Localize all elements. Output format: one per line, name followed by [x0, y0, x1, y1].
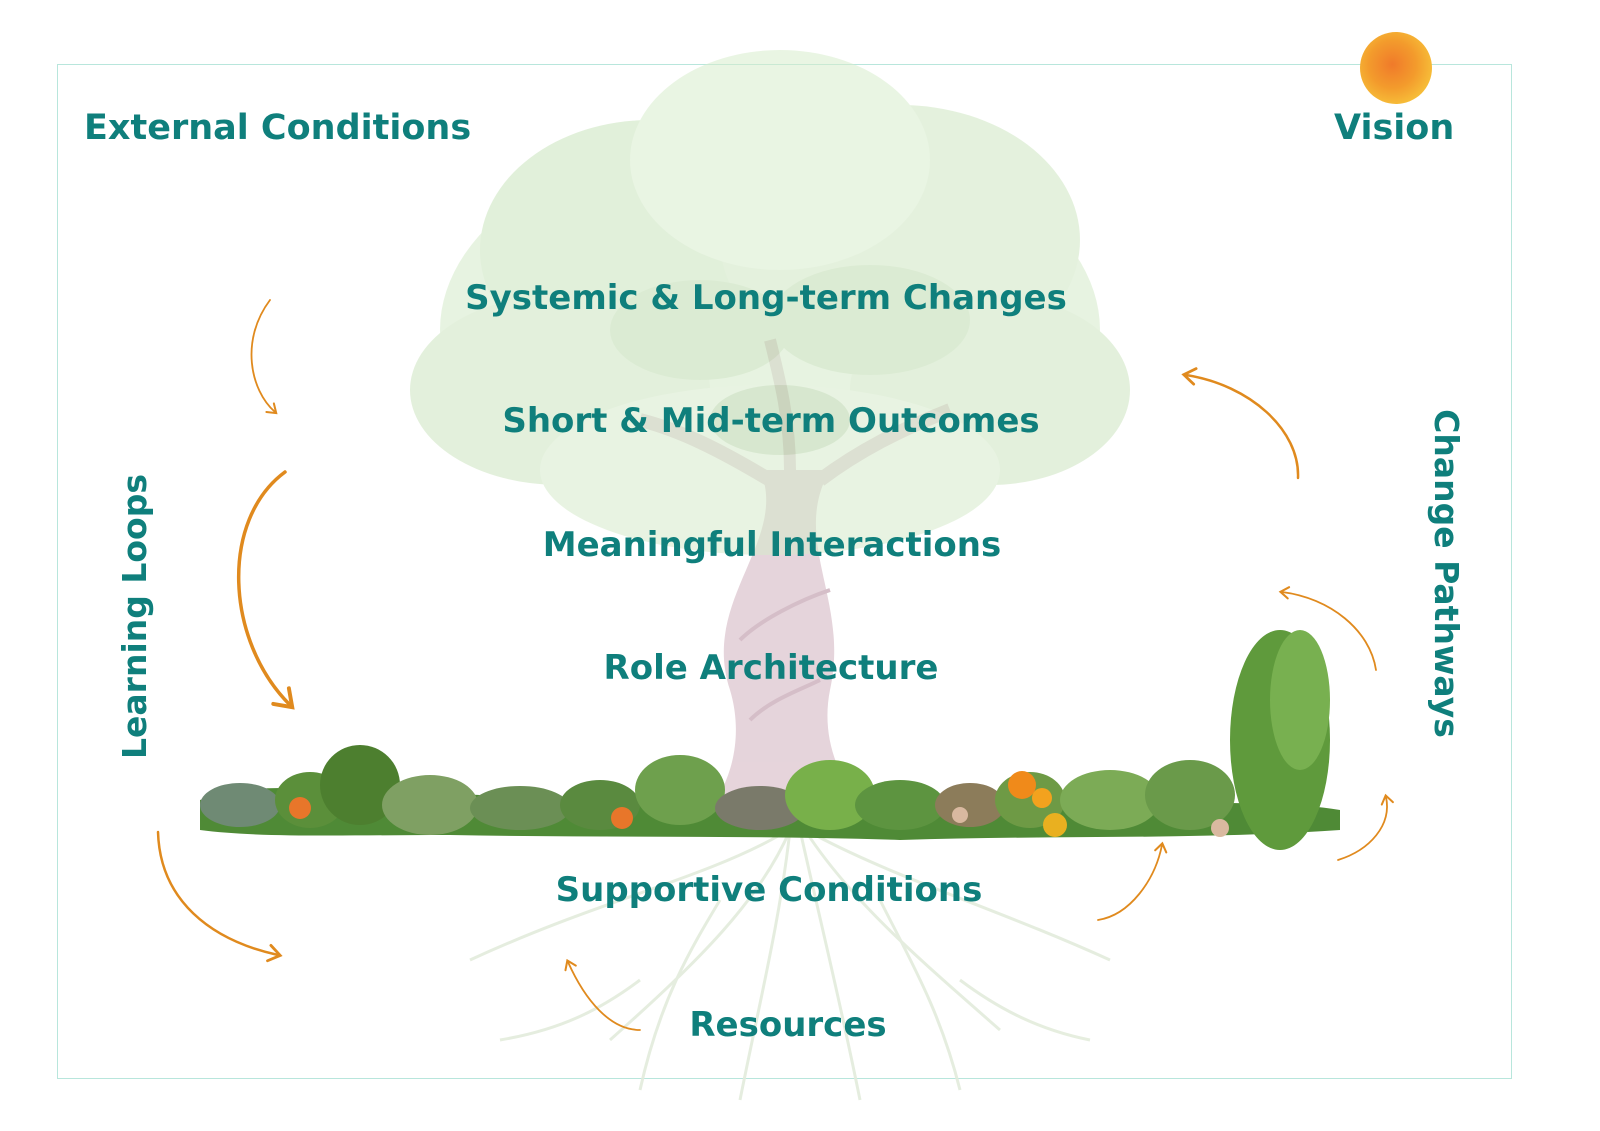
layer-short-mid-outcomes: Short & Mid-term Outcomes [502, 401, 1040, 441]
garden-plants [200, 630, 1340, 850]
layer-supportive-conditions: Supportive Conditions [555, 870, 983, 910]
curved-arrow-icon [237, 470, 295, 710]
curved-arrow-icon [1097, 841, 1168, 921]
external-conditions-label: External Conditions [84, 108, 472, 148]
curved-arrow-icon [156, 830, 283, 963]
curved-arrow-icon [250, 299, 278, 415]
curved-arrow-icon [1278, 586, 1377, 671]
change-pathways-label: Change Pathways [1426, 408, 1466, 738]
layer-meaningful-interactions: Meaningful Interactions [542, 525, 1002, 565]
layer-systemic-changes: Systemic & Long-term Changes [465, 278, 1067, 318]
tree-foliage [410, 50, 1130, 555]
vision-label: Vision [1334, 108, 1455, 148]
curved-arrows [156, 299, 1394, 1031]
layer-role-architecture: Role Architecture [603, 648, 939, 688]
tree-roots [469, 829, 1111, 1101]
curved-arrow-icon [1181, 367, 1300, 480]
learning-loops-label: Learning Loops [114, 473, 154, 759]
layer-resources: Resources [689, 1005, 887, 1045]
curved-arrow-icon [564, 958, 641, 1031]
curved-arrow-icon [1337, 793, 1394, 861]
sun-icon [1360, 32, 1432, 104]
